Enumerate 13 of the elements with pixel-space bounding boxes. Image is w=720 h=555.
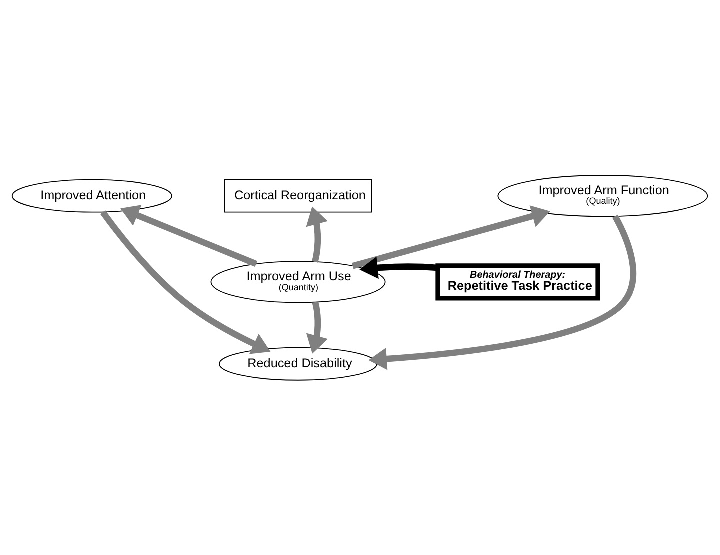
- arrow: [368, 214, 637, 370]
- node-ellipse: Improved Attention: [12, 178, 172, 212]
- node-ellipse: Improved Arm Function (Quality): [498, 174, 708, 217]
- arrow: [360, 256, 438, 279]
- node-ellipse: Reduced Disability: [219, 346, 378, 380]
- node-ellipse: Improved Arm Use (Quantity): [210, 260, 386, 303]
- arrow: [306, 206, 328, 262]
- arrow: [352, 205, 550, 269]
- arrow: [120, 204, 258, 267]
- arrow: [100, 210, 271, 354]
- arrow: [306, 301, 328, 354]
- node-box: Cortical Reorganization: [224, 178, 372, 212]
- node-box: Behavioral Therapy: Repetitive Task Practice: [436, 263, 600, 300]
